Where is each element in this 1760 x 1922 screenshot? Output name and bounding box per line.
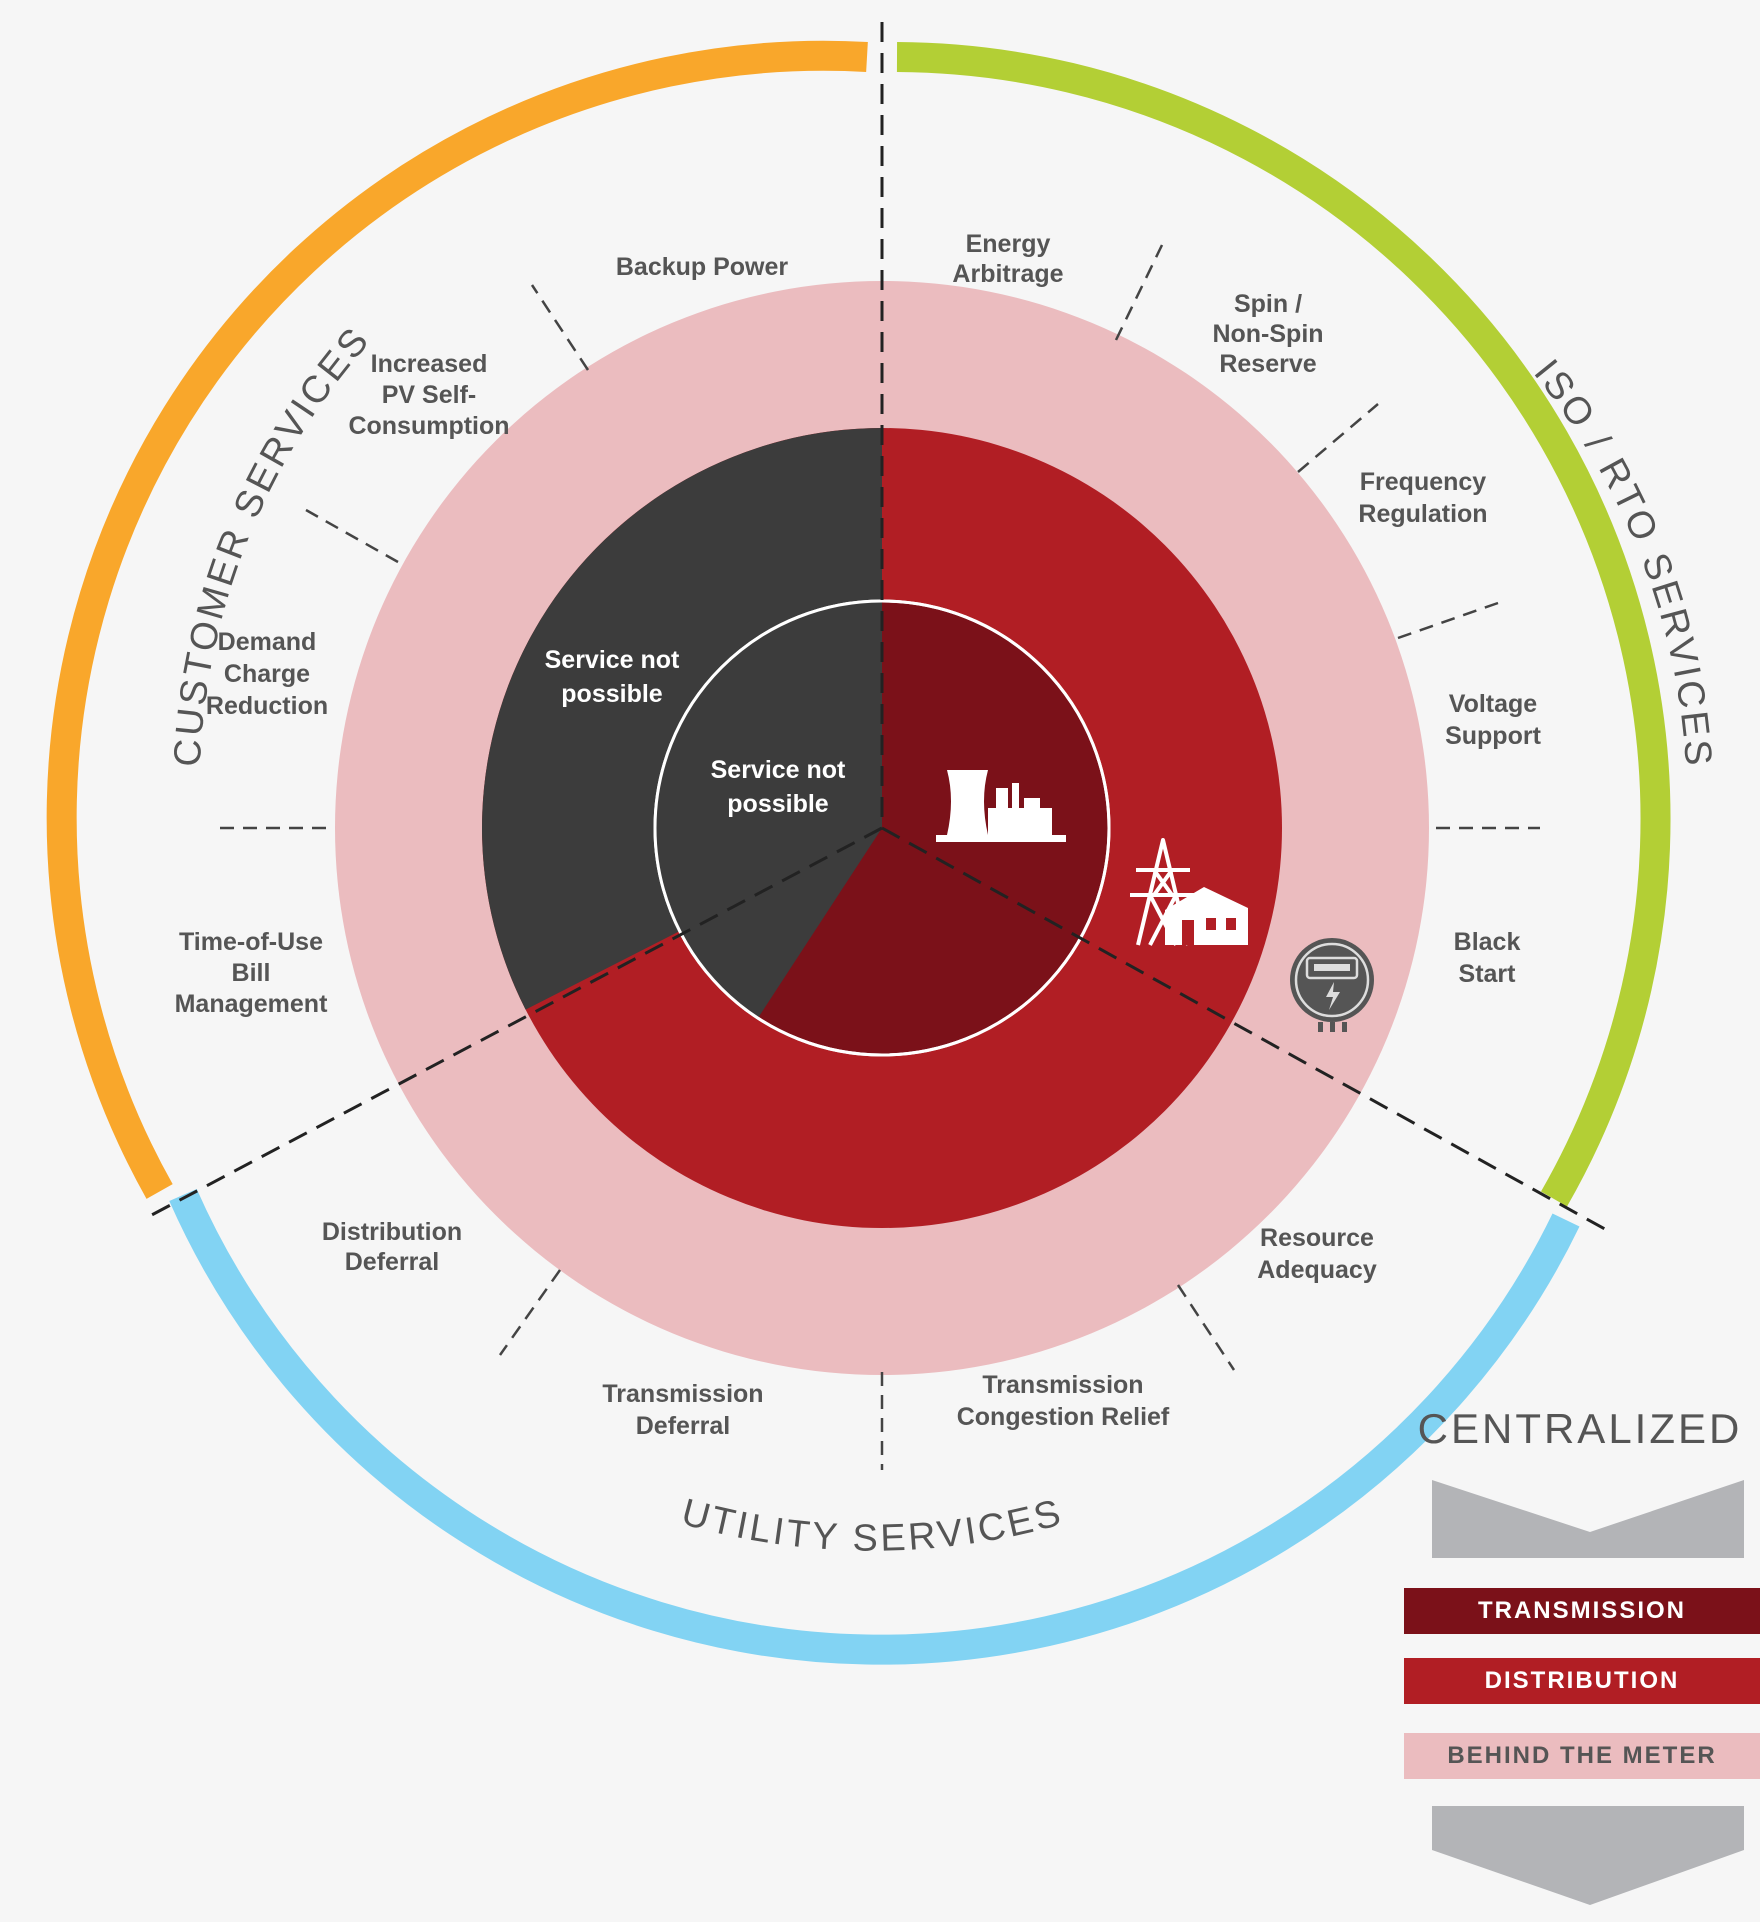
legend-transmission: TRANSMISSION: [1404, 1588, 1760, 1634]
legend-behind-the-meter: BEHIND THE METER: [1404, 1733, 1760, 1779]
service-backup-power: Backup Power: [616, 253, 789, 281]
electric-meter-icon: [1290, 938, 1374, 1032]
customer-services-arc: [46, 40, 868, 1199]
utility-services-title: UTILITY SERVICES: [677, 1491, 1068, 1559]
legend-distribution: DISTRIBUTION: [1404, 1658, 1760, 1704]
power-plant-icon: [936, 770, 1066, 842]
sector-dividers: [145, 22, 1613, 1235]
legend-top-arrow: [1432, 1480, 1744, 1558]
legend-bottom-arrow: [1432, 1806, 1744, 1905]
service-separators: [220, 244, 1540, 1470]
legend-title: CENTRALIZED: [1417, 1405, 1743, 1452]
iso-rto-services-arc: [896, 42, 1671, 1207]
transmission-disc-outline: [653, 599, 1111, 1057]
transmission-not-possible-sector: [655, 601, 882, 1018]
utility-services-arc: [169, 1188, 1580, 1665]
transmission-tower-house-icon: [1130, 838, 1248, 946]
